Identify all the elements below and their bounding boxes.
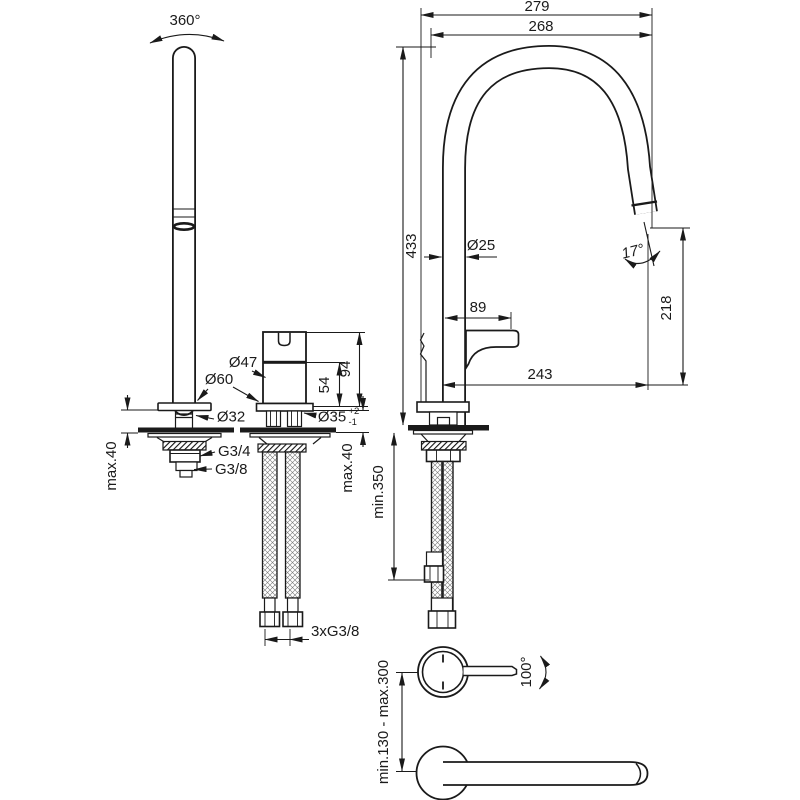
- handle-top-lever: [463, 665, 518, 677]
- hose-left-crimp: [263, 597, 276, 613]
- deck-section-left: [138, 427, 234, 433]
- side-hose-crimp: [430, 597, 454, 612]
- side-hose2-nut: [423, 565, 445, 583]
- handle-diameter-label: Ø47: [229, 354, 257, 371]
- outlet-angle-label: 17°: [620, 241, 646, 263]
- handle-mount-bracket: [249, 432, 331, 438]
- deck-left-label: max.40: [103, 441, 120, 490]
- deck-section-right: [240, 427, 336, 433]
- dim-433-label: 433: [403, 233, 420, 258]
- handle-swing-label: 100°: [518, 656, 535, 687]
- side-nut-facets: [436, 450, 451, 462]
- handle-body: [262, 331, 307, 405]
- thread-lower-leader: [193, 466, 213, 473]
- spout-outlet-stub: [179, 469, 193, 478]
- side-bracket-struts: [420, 433, 467, 442]
- base-diameter-leader-right: [232, 386, 259, 402]
- handle-divider: [263, 360, 306, 364]
- hose-right: [284, 451, 301, 599]
- side-hose2-crimp: [425, 551, 444, 567]
- swivel-arc-arrow-icon: [149, 33, 225, 44]
- spout-thread-g34: [169, 449, 201, 463]
- spout-stem: [174, 410, 194, 428]
- spout-mount-bracket: [147, 432, 222, 438]
- handle-post-right: [286, 410, 303, 428]
- deck-right-label: max.40: [339, 443, 356, 492]
- thread-upper-leader: [199, 449, 216, 457]
- hole-tol-minus: -1: [349, 417, 357, 428]
- spout-thread-g38: [175, 461, 198, 472]
- handle-post-threads: [270, 411, 298, 427]
- spout-pillar-band: [173, 208, 195, 218]
- handle-bracket-struts: [258, 437, 322, 445]
- spout-gasket: [162, 440, 207, 451]
- handle-post-left: [265, 410, 282, 428]
- spout-top-arm: [443, 761, 649, 786]
- range-label: min.130 - max.300: [375, 660, 392, 784]
- spout-top-tip-arc: [635, 762, 642, 785]
- thread-lower-label: G3/8: [215, 461, 248, 478]
- swivel-angle-label: 360°: [169, 12, 200, 29]
- base-diameter-label: Ø60: [205, 371, 233, 388]
- handle-diameter-leader: [251, 369, 266, 378]
- dim-268-label: 268: [528, 18, 553, 35]
- hose-right-nut: [282, 611, 304, 628]
- dim-94-label: 94: [337, 361, 354, 378]
- hose-thread-ext-lines: [264, 629, 291, 646]
- hose-left: [261, 451, 278, 599]
- side-view: 279 268 433 Ø25 89 243 218 17° min.350: [370, 0, 690, 629]
- dim-54-label: 54: [316, 377, 333, 394]
- hole-tol-plus: +2: [349, 406, 360, 417]
- outlet-angle-arc: [624, 250, 661, 269]
- dim-89-label: 89: [470, 299, 487, 316]
- side-bracket: [412, 429, 474, 435]
- dim-218-label: 218: [658, 295, 675, 320]
- side-lever: [465, 329, 520, 371]
- handle-flange: [255, 402, 314, 412]
- spout-base-plate: [157, 402, 212, 412]
- side-ext-lines: [396, 8, 653, 402]
- side-mount-nut: [425, 449, 461, 463]
- side-hose-nut-facets: [436, 611, 449, 628]
- handle-notch: [277, 332, 291, 347]
- dim-min350-label: min.350: [370, 465, 387, 518]
- arc-spout-fill: [443, 46, 657, 425]
- dim-25-label: Ø25: [467, 237, 495, 254]
- front-view: 360°: [103, 12, 369, 646]
- dim-243-label: 243: [527, 366, 552, 383]
- hose-right-crimp: [286, 597, 299, 613]
- dim-279-label: 279: [524, 0, 549, 15]
- side-gasket: [420, 440, 467, 451]
- outlet-axis-line: [643, 221, 655, 267]
- hose-nut-facets: [264, 612, 298, 627]
- spout-o-ring: [172, 222, 196, 232]
- range-ext-lines: [396, 672, 418, 772]
- side-deck-section: [408, 425, 489, 431]
- hose-threads-label: 3xG3/8: [311, 623, 359, 640]
- hole-diameter-leader: [303, 412, 317, 419]
- top-view: 100° min.130 - max.300: [375, 646, 649, 800]
- side-base-plate: [416, 401, 470, 413]
- handle-swing-arc: [539, 655, 551, 690]
- pillar-diameter-leader: [195, 414, 215, 421]
- side-hose2-facets: [429, 566, 439, 582]
- thread-upper-label: G3/4: [218, 443, 251, 460]
- base-diameter-leader-left: [197, 388, 209, 401]
- hole-diameter-label: Ø35: [318, 409, 346, 426]
- pillar-diameter-label: Ø32: [217, 409, 245, 426]
- side-base-mouth: [436, 416, 451, 426]
- hose-left-nut: [259, 611, 281, 628]
- handle-gasket: [257, 443, 307, 453]
- aerator-band: [631, 200, 658, 207]
- side-hose-nut: [427, 610, 457, 629]
